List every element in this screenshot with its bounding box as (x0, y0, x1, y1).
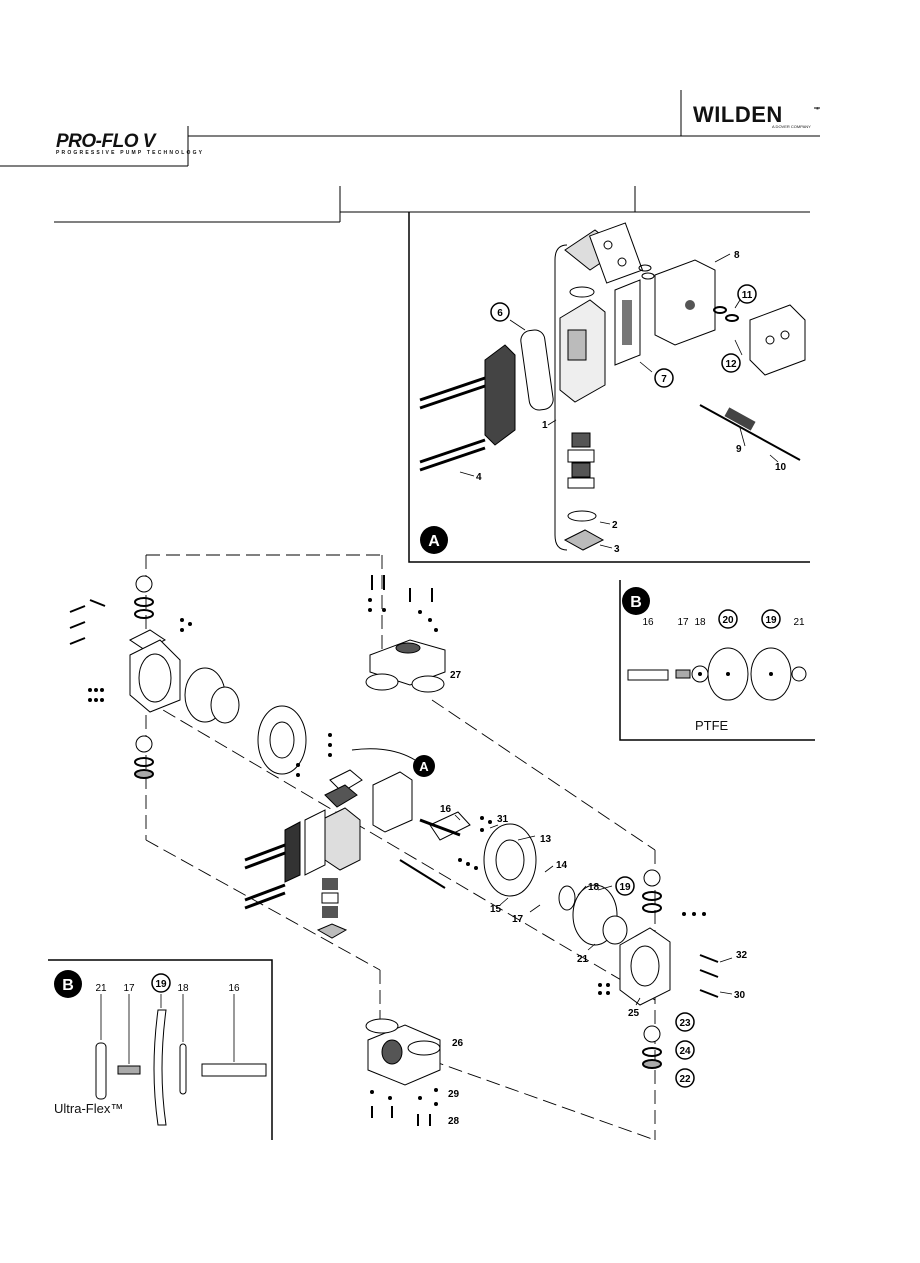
callout-uf-18: 18 (177, 983, 189, 994)
callout-21: 21 (577, 954, 589, 965)
proflo-tagline: PROGRESSIVE PUMP TECHNOLOGY (56, 150, 205, 156)
header-rules (0, 90, 820, 223)
ptfe-label: PTFE (695, 718, 729, 733)
callout-23: 23 (679, 1018, 691, 1029)
callout-26: 26 (452, 1038, 464, 1049)
callout-ptfe-21: 21 (793, 617, 805, 628)
callout-ptfe-16: 16 (642, 617, 654, 628)
callout-uf-16: 16 (228, 983, 240, 994)
callout-10: 10 (775, 462, 787, 473)
callout-32: 32 (736, 950, 748, 961)
callout-2: 2 (612, 520, 618, 531)
callout-28: 28 (448, 1116, 460, 1127)
callout-8: 8 (734, 250, 740, 261)
wilden-tagline: A DOVER COMPANY (772, 124, 811, 129)
callout-27: 27 (450, 670, 462, 681)
callout-6: 6 (497, 308, 503, 319)
callout-3: 3 (614, 544, 620, 555)
ultraflex-label: Ultra-Flex™ (54, 1101, 124, 1116)
callout-24: 24 (679, 1046, 691, 1057)
callout-12: 12 (725, 359, 737, 370)
callout-29: 29 (448, 1089, 460, 1100)
detail-b-letter: B (630, 594, 642, 611)
callout-16: 16 (440, 804, 452, 815)
callout-11: 11 (742, 290, 753, 301)
inset-a: A (408, 212, 810, 563)
callout-18: 18 (588, 882, 600, 893)
callout-ptfe-18: 18 (694, 617, 706, 628)
callout-19: 19 (619, 882, 631, 893)
callout-4: 4 (476, 472, 482, 483)
callout-uf-17: 17 (123, 983, 135, 994)
proflo-logo: PRO-FLO V (56, 131, 155, 152)
detail-b2-letter: B (62, 977, 74, 994)
detail-a-letter: A (428, 533, 440, 550)
callout-17: 17 (512, 914, 524, 925)
callout-22: 22 (679, 1074, 691, 1085)
callout-ptfe-20: 20 (722, 615, 734, 626)
callout-ptfe-17: 17 (677, 617, 689, 628)
inset-b-ultraflex: B 21 17 19 18 16 (48, 959, 273, 1140)
callout-uf-21: 21 (95, 983, 107, 994)
main-exploded-view: A (69, 554, 748, 1141)
main-detail-a: A (419, 759, 429, 774)
callout-25: 25 (628, 1008, 640, 1019)
callout-9: 9 (736, 444, 742, 455)
wilden-logo: WILDEN (693, 102, 783, 127)
callout-ptfe-19: 19 (765, 615, 777, 626)
callout-14: 14 (556, 860, 568, 871)
callout-uf-19: 19 (155, 979, 167, 990)
callout-13: 13 (540, 834, 552, 845)
callout-31: 31 (497, 814, 509, 825)
trademark-mark: ® (816, 106, 819, 111)
callout-1: 1 (542, 420, 548, 431)
callout-15: 15 (490, 904, 502, 915)
callout-30: 30 (734, 990, 746, 1001)
inset-b-ptfe: B 16 17 18 20 19 21 (619, 580, 815, 741)
callout-7: 7 (661, 374, 667, 385)
detail-a-badge (420, 526, 448, 554)
